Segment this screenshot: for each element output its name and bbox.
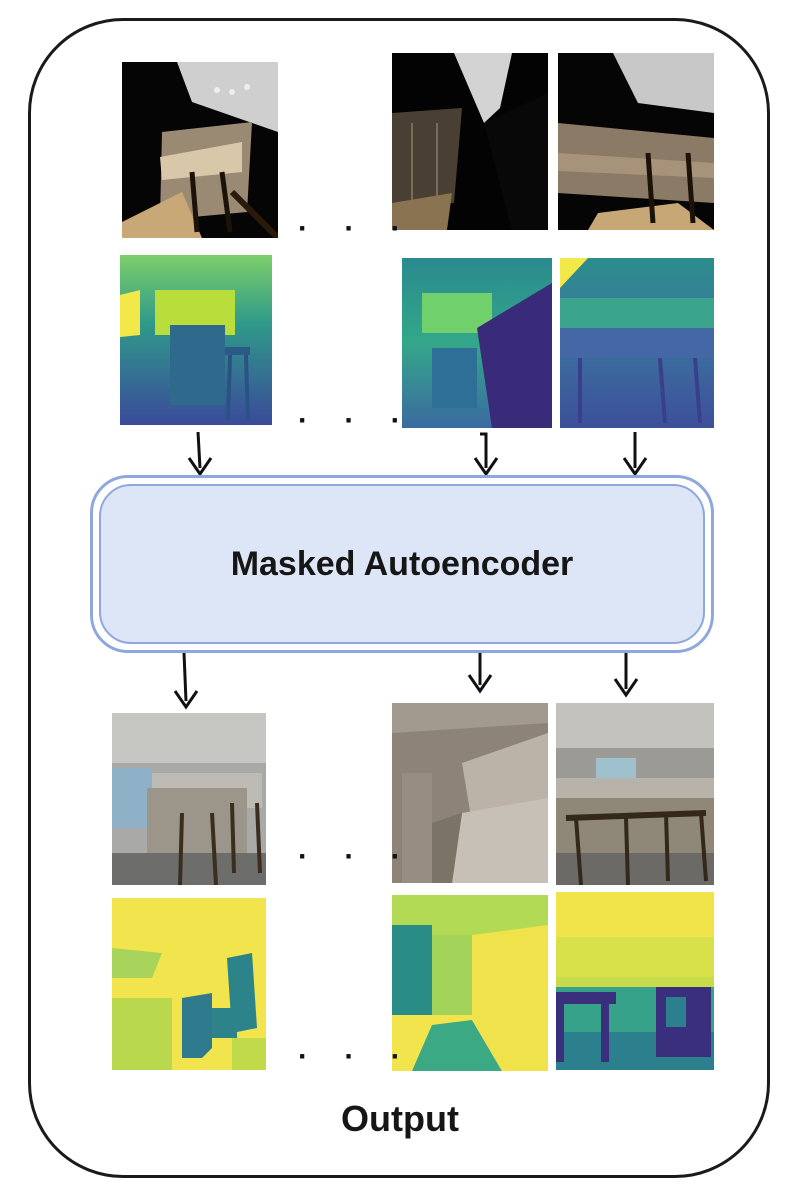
ellipsis-row-2: · · ·	[298, 404, 415, 437]
input-depth-image-1	[120, 255, 272, 425]
output-rgb-image-3	[556, 703, 714, 885]
input-rgb-image-1	[122, 62, 278, 238]
output-seg-image-2	[392, 895, 548, 1071]
masked-autoencoder-block: Masked Autoencoder	[90, 475, 714, 653]
arrow-output-1	[173, 653, 199, 710]
output-rgb-image-2	[392, 703, 548, 883]
input-rgb-image-2	[392, 53, 548, 230]
input-depth-image-2	[402, 258, 552, 428]
output-seg-image-1	[112, 898, 266, 1070]
arrow-input-3	[622, 432, 648, 477]
ellipsis-row-4: · · ·	[298, 1040, 415, 1073]
arrow-output-2	[467, 653, 493, 694]
output-label: Output	[341, 1098, 459, 1139]
input-rgb-image-3	[558, 53, 714, 230]
input-depth-image-3	[560, 258, 714, 428]
arrow-input-1	[187, 432, 213, 477]
masked-autoencoder-label: Masked Autoencoder	[230, 544, 574, 583]
output-rgb-image-1	[112, 713, 266, 885]
ellipsis-row-1: · · ·	[298, 212, 415, 245]
arrow-input-2	[473, 432, 499, 477]
arrow-output-3	[613, 653, 639, 698]
ellipsis-row-3: · · ·	[298, 840, 415, 873]
output-seg-image-3	[556, 892, 714, 1070]
masked-autoencoder-inner: Masked Autoencoder	[99, 484, 705, 644]
